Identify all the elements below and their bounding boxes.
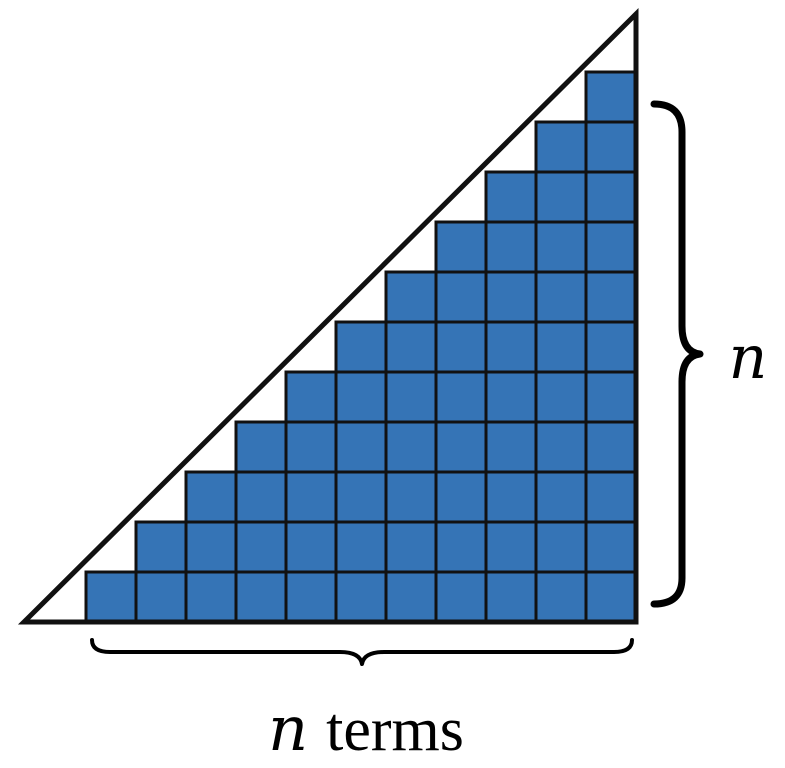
grid-cell — [584, 120, 638, 174]
grid-cell — [484, 570, 538, 624]
grid-cell — [584, 70, 638, 124]
grid-cell — [434, 220, 488, 274]
grid-cell — [534, 470, 588, 524]
grid-cell — [234, 420, 288, 474]
grid-cell — [284, 520, 338, 574]
outer-triangle — [17, 7, 639, 625]
side-label-n: n — [729, 323, 768, 393]
grid-cell — [484, 420, 538, 474]
grid-cell — [284, 370, 338, 424]
grid-cell — [534, 170, 588, 224]
grid-cell — [434, 570, 488, 624]
grid-cell — [434, 320, 488, 374]
grid-cell — [584, 170, 638, 224]
grid-cell — [384, 470, 438, 524]
bottom-label-word: terms — [326, 696, 464, 764]
grid-cell — [334, 570, 388, 624]
grid-cell — [234, 570, 288, 624]
grid-cell — [434, 370, 488, 424]
staircase-cells — [84, 70, 638, 624]
grid-cell — [384, 320, 438, 374]
grid-cell — [534, 420, 588, 474]
grid-cell — [584, 220, 638, 274]
grid-cell — [284, 420, 338, 474]
grid-cell — [484, 470, 538, 524]
grid-cell — [184, 520, 238, 574]
grid-cell — [484, 220, 538, 274]
grid-cell — [334, 470, 388, 524]
grid-cell — [384, 520, 438, 574]
grid-cell — [534, 220, 588, 274]
grid-cell — [234, 520, 288, 574]
grid-cell — [284, 470, 338, 524]
grid-cell — [334, 520, 388, 574]
grid-cell — [434, 520, 488, 574]
bottom-brace — [90, 638, 634, 666]
grid-cell — [484, 370, 538, 424]
grid-cell — [584, 420, 638, 474]
grid-cell — [584, 320, 638, 374]
grid-cell — [584, 270, 638, 324]
grid-cell — [384, 270, 438, 324]
grid-cell — [234, 470, 288, 524]
grid-cell — [534, 270, 588, 324]
grid-cell — [434, 420, 488, 474]
grid-cell — [534, 520, 588, 574]
grid-cell — [184, 470, 238, 524]
right-brace — [650, 100, 704, 608]
grid-cell — [334, 370, 388, 424]
grid-cell — [484, 170, 538, 224]
grid-cell — [484, 270, 538, 324]
grid-cell — [584, 520, 638, 574]
grid-cell — [534, 320, 588, 374]
grid-cell — [584, 570, 638, 624]
grid-cell — [84, 570, 138, 624]
grid-cell — [384, 420, 438, 474]
grid-cell — [134, 570, 188, 624]
grid-cell — [334, 320, 388, 374]
grid-cell — [534, 370, 588, 424]
grid-cell — [284, 570, 338, 624]
grid-cell — [434, 270, 488, 324]
bottom-label-variable: n — [268, 692, 308, 765]
grid-cell — [484, 320, 538, 374]
grid-cell — [184, 570, 238, 624]
grid-cell — [584, 370, 638, 424]
grid-cell — [384, 570, 438, 624]
grid-cell — [484, 520, 538, 574]
grid-cell — [384, 370, 438, 424]
grid-cell — [534, 570, 588, 624]
grid-cell — [134, 520, 188, 574]
grid-cell — [334, 420, 388, 474]
grid-cell — [534, 120, 588, 174]
grid-cell — [434, 470, 488, 524]
grid-cell — [584, 470, 638, 524]
